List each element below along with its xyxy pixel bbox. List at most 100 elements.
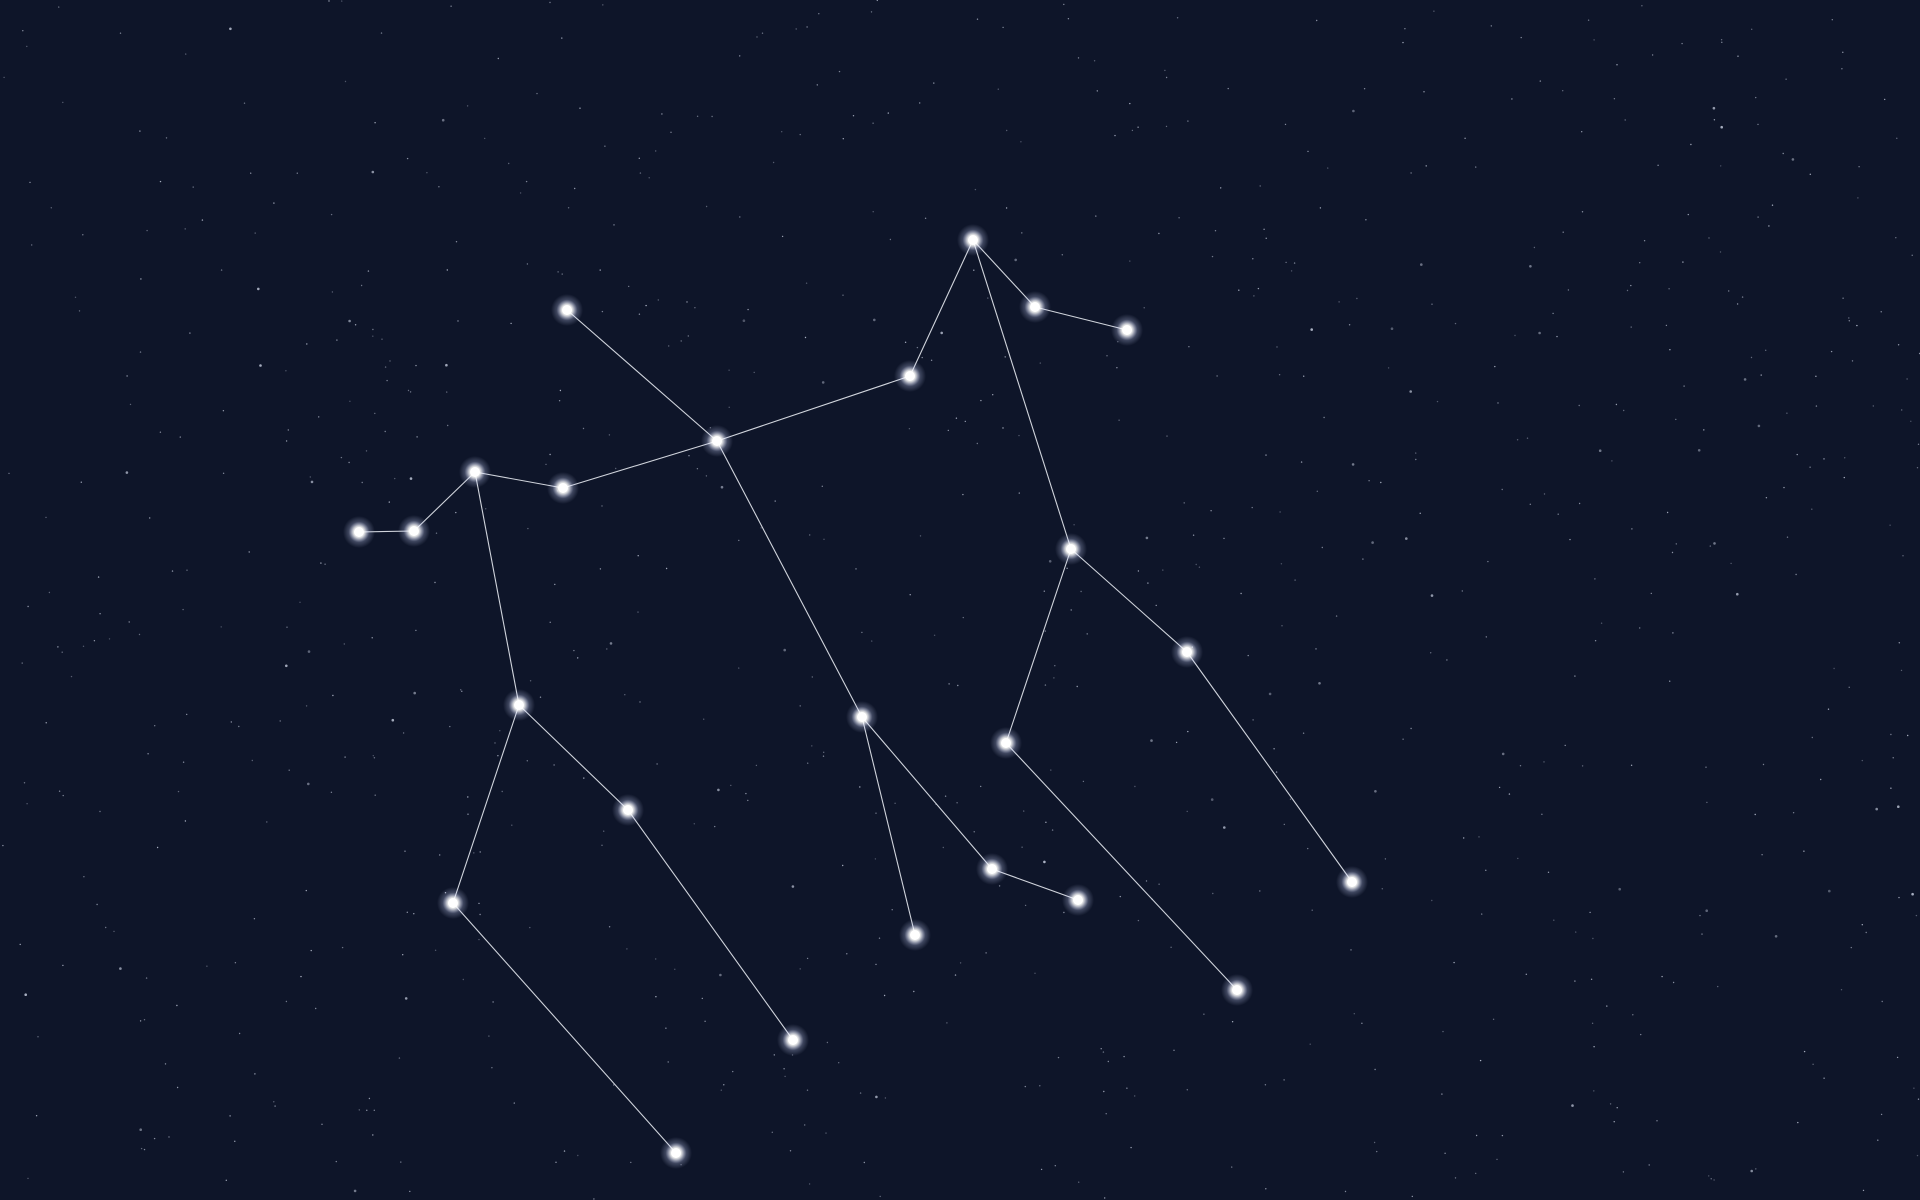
field-star	[466, 105, 469, 107]
field-star	[1720, 165, 1722, 167]
constellation-star	[846, 701, 878, 733]
field-star	[687, 335, 689, 337]
constellation-star	[1019, 291, 1051, 323]
field-star	[1107, 1060, 1110, 1063]
field-star	[838, 70, 841, 73]
field-star	[467, 813, 469, 815]
field-star	[1827, 708, 1830, 710]
field-star	[563, 1150, 566, 1152]
field-star	[287, 429, 289, 431]
field-star	[2, 844, 4, 847]
field-star	[1130, 1146, 1132, 1149]
constellation-line	[861, 716, 916, 936]
field-star	[1198, 566, 1201, 568]
field-star	[806, 1089, 809, 1091]
field-star	[1371, 541, 1374, 544]
field-star	[1750, 356, 1753, 359]
field-star	[1093, 60, 1096, 62]
field-star	[1902, 555, 1904, 557]
field-star	[225, 1179, 227, 1182]
field-star	[105, 926, 107, 929]
field-star	[606, 648, 608, 650]
field-star	[257, 287, 260, 291]
field-star	[1024, 1085, 1027, 1088]
field-star	[1365, 219, 1367, 221]
field-star	[78, 310, 81, 312]
field-star	[1463, 837, 1465, 839]
field-star	[1390, 327, 1394, 331]
field-star	[491, 1067, 493, 1069]
field-star	[1713, 1179, 1715, 1181]
field-star	[1720, 39, 1723, 41]
field-star	[1541, 813, 1543, 815]
field-star	[599, 269, 601, 271]
field-star	[1898, 642, 1901, 644]
field-star	[1311, 909, 1313, 911]
field-star	[501, 790, 503, 793]
field-star	[182, 608, 184, 611]
field-star	[285, 1000, 288, 1003]
field-star	[1713, 119, 1716, 121]
field-star	[1791, 158, 1795, 161]
field-star	[1526, 437, 1529, 439]
field-star	[1006, 129, 1008, 132]
field-star	[254, 1073, 256, 1075]
field-star	[1785, 78, 1787, 80]
field-star	[1665, 324, 1668, 327]
field-star	[954, 974, 957, 976]
field-star	[933, 634, 936, 636]
field-star	[1188, 346, 1190, 348]
field-star	[1520, 36, 1522, 39]
field-star	[630, 1161, 632, 1164]
field-star	[577, 657, 579, 659]
field-star	[694, 307, 696, 309]
field-star	[305, 889, 307, 892]
field-star	[253, 918, 256, 920]
field-star	[760, 527, 762, 529]
field-star	[1444, 1152, 1446, 1155]
field-star	[805, 282, 808, 284]
field-star	[1318, 682, 1321, 685]
field-star	[1525, 973, 1528, 975]
field-star	[96, 903, 98, 906]
field-star	[985, 952, 987, 954]
field-star	[371, 170, 375, 174]
field-star	[638, 157, 640, 159]
field-star	[1183, 502, 1185, 504]
field-star	[1765, 349, 1767, 351]
field-star	[789, 1150, 792, 1152]
field-star	[1316, 490, 1319, 492]
field-star	[467, 796, 469, 798]
field-star	[1259, 890, 1261, 892]
constellation-star	[343, 516, 375, 548]
field-star	[1792, 812, 1795, 814]
field-star	[434, 581, 436, 584]
field-star	[1661, 975, 1663, 978]
field-star	[875, 812, 877, 814]
field-star	[406, 911, 408, 913]
field-star	[455, 511, 457, 514]
field-star	[1082, 780, 1085, 783]
constellation-stars	[343, 224, 1368, 1169]
field-star	[1623, 409, 1625, 412]
field-star	[997, 88, 999, 90]
field-star	[1613, 98, 1616, 100]
field-star	[1529, 503, 1532, 505]
field-star	[138, 633, 141, 636]
field-star	[315, 1007, 317, 1010]
field-star	[1374, 1068, 1376, 1071]
field-star	[58, 790, 61, 792]
field-star	[206, 965, 208, 967]
field-star	[1283, 823, 1286, 826]
field-star	[604, 145, 606, 147]
field-star	[924, 217, 927, 219]
field-star	[1851, 360, 1854, 362]
field-star	[648, 177, 650, 179]
field-star	[1002, 427, 1004, 429]
field-star	[730, 784, 732, 787]
field-star	[1431, 303, 1433, 305]
field-star	[1705, 766, 1707, 768]
field-star	[872, 211, 874, 213]
field-star	[416, 436, 418, 438]
field-star	[296, 172, 298, 174]
